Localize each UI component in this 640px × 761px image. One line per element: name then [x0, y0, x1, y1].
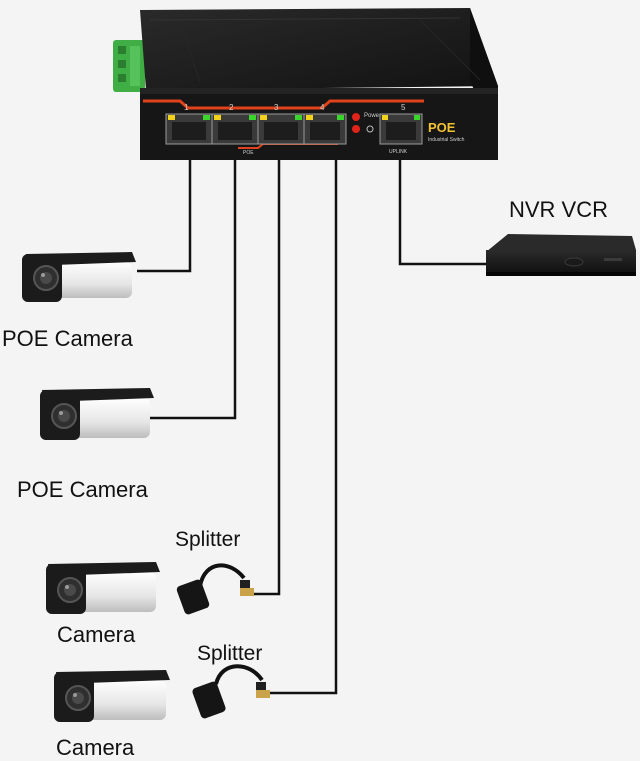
poe-camera-2-label: POE Camera: [17, 477, 148, 502]
nvr-recorder: [486, 234, 636, 276]
poe-camera-1-label: POE Camera: [2, 326, 133, 351]
camera-4-image: [54, 670, 170, 722]
cable-port4-splitter-2: [265, 140, 338, 695]
port-3: [257, 113, 305, 145]
camera-3-label: Camera: [57, 622, 136, 647]
splitter-2-image: [192, 664, 270, 719]
port-number-3: 3: [274, 103, 279, 112]
cable-port2-poe-camera-2: [150, 140, 237, 420]
port-number-5: 5: [401, 103, 406, 112]
poe-camera-2-image: [40, 388, 154, 440]
port-4: [303, 113, 347, 145]
port-number-1: 1: [184, 103, 189, 112]
port-2: [211, 113, 259, 145]
cable-port3-splitter-1: [250, 140, 281, 596]
camera-4-label: Camera: [56, 735, 135, 760]
camera-3-image: [46, 562, 160, 614]
splitter-2-label: Splitter: [197, 642, 263, 665]
splitter-1-image: [176, 563, 254, 615]
port-1: [165, 113, 213, 145]
cable-port1-poe-camera-1: [137, 140, 192, 273]
port-5-uplink: UPLINK: [379, 113, 423, 155]
poe-port-label: POE: [243, 150, 254, 156]
uplink-label: UPLINK: [389, 149, 408, 155]
power-terminal-block: [113, 40, 145, 92]
cable-uplink-nvr: [398, 143, 487, 266]
port-number-2: 2: [229, 103, 234, 112]
switch-brand: POE: [428, 120, 456, 135]
port-number-4: 4: [320, 103, 325, 112]
poe-camera-1-image: [22, 252, 136, 302]
power-label: Power: [364, 113, 381, 119]
poe-switch: 1 2 3 4 5 POE Power: [113, 8, 498, 160]
splitter-1-label: Splitter: [175, 528, 241, 551]
nvr-label: NVR VCR: [509, 197, 609, 222]
switch-subtitle: Industrial Switch: [428, 137, 465, 143]
power-led-indicator: Power: [352, 113, 381, 133]
